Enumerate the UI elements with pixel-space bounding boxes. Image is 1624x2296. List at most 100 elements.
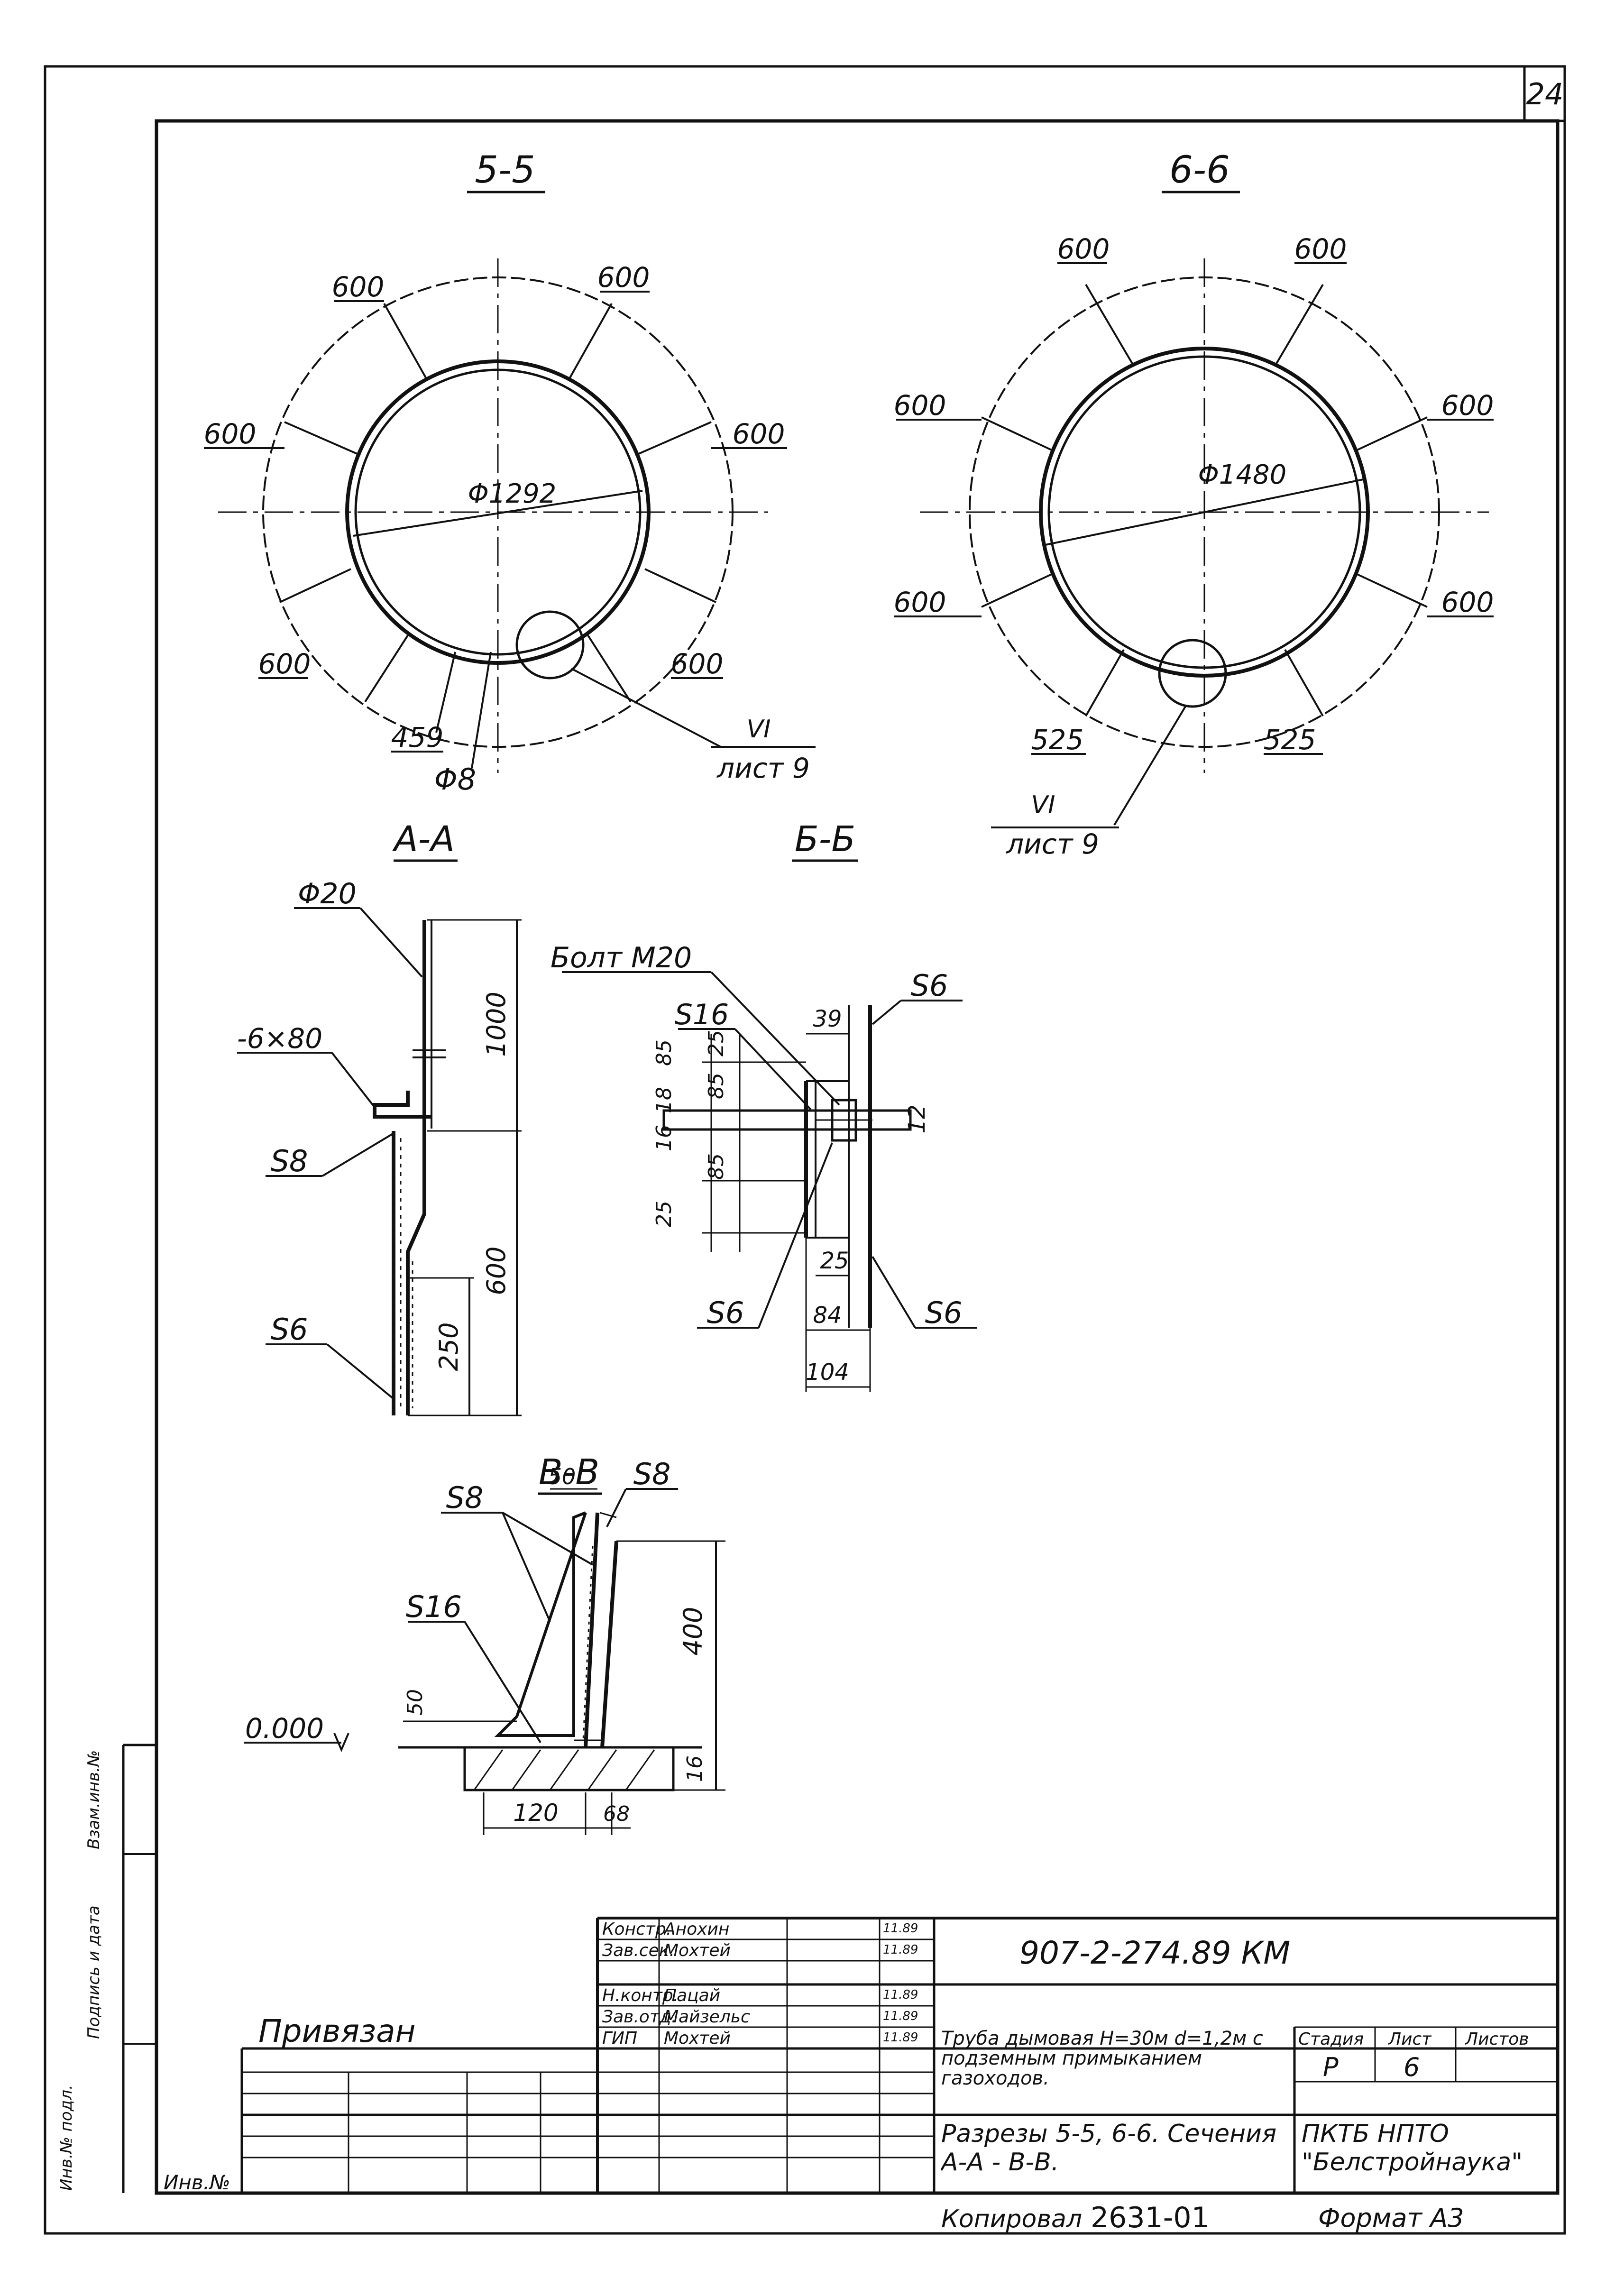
arc-labels-5-5: 600 600 600 600 600 600 459 Φ8 <box>204 261 787 797</box>
svg-text:600: 600 <box>258 648 311 680</box>
svg-text:S6: S6 <box>925 1295 963 1330</box>
copied-label: Копировал <box>941 2205 1083 2233</box>
privyazan-label: Привязан <box>258 2013 416 2049</box>
signer-name-1: Анохин <box>664 1919 730 1939</box>
section-6-6-title: 6-6 <box>1169 149 1229 192</box>
sheet-title: Разрезы 5-5, 6-6. Сечения А-А - В-В. <box>941 2120 1277 2177</box>
pipe-inner <box>354 368 642 656</box>
svg-text:Φ20: Φ20 <box>298 877 357 910</box>
signer-role-1: Констр. <box>602 1919 672 1939</box>
signer-name-3: Пацай <box>664 1986 721 2005</box>
section-b-b: Б-Б 85 85 18 25 16 85 25 39 12 25 84 <box>551 819 977 1392</box>
svg-text:S8: S8 <box>271 1144 308 1178</box>
signer-role-3: Н.контр. <box>602 1986 679 2005</box>
svg-text:50: 50 <box>403 1689 427 1716</box>
svg-text:600: 600 <box>1441 586 1494 618</box>
svg-text:104: 104 <box>806 1359 849 1386</box>
svg-text:S6: S6 <box>911 968 948 1003</box>
ref-sheet-6-6: лист 9 <box>1006 828 1099 860</box>
svg-text:85: 85 <box>704 1153 728 1180</box>
copy-number: 2631-01 <box>1091 2201 1210 2234</box>
svg-text:600: 600 <box>204 418 257 450</box>
signer-role-5: ГИП <box>602 2029 638 2048</box>
svg-text:Болт М20: Болт М20 <box>551 941 692 974</box>
svg-text:S6: S6 <box>707 1295 744 1330</box>
svg-text:600: 600 <box>1294 233 1347 265</box>
ref-sheet-5-5: лист 9 <box>716 752 810 784</box>
signer-date-3: 11.89 <box>883 1988 918 2002</box>
svg-text:25: 25 <box>704 1030 728 1056</box>
sheet-number: 24 <box>1526 77 1564 111</box>
svg-text:16: 16 <box>652 1125 676 1151</box>
pipe-outer-6-6 <box>1039 347 1370 678</box>
section-6-6: 6-6 Φ1480 VI лист 9 600 600 600 <box>894 149 1494 860</box>
signer-name-5: Мохтей <box>664 2029 731 2048</box>
svg-text:120: 120 <box>513 1799 558 1827</box>
svg-text:18: 18 <box>652 1087 676 1113</box>
stage-label: Стадия <box>1298 2030 1364 2049</box>
section-a-a-title: А-А <box>392 819 455 860</box>
section-v-v: В-В 400 16 50 50 120 68 <box>244 1452 725 1835</box>
bracket-ring <box>262 276 734 748</box>
pipe-outer <box>345 359 651 665</box>
svg-text:84: 84 <box>813 1302 842 1329</box>
signer-name-2: Мохтей <box>664 1941 731 1960</box>
signer-role-2: Зав.сек. <box>602 1941 675 1960</box>
svg-text:S16: S16 <box>406 1589 462 1624</box>
organization: ПКТБ НПТО "Белстройнаука" <box>1302 2120 1523 2177</box>
svg-text:1000: 1000 <box>481 992 511 1056</box>
sheet-value: 6 <box>1404 2052 1420 2082</box>
diameter-5-5: Φ1292 <box>468 478 557 509</box>
outer-frame <box>44 65 1566 2235</box>
signer-date-1: 11.89 <box>883 1921 918 1936</box>
svg-text:12: 12 <box>904 1104 930 1133</box>
signer-date-5: 11.89 <box>883 2030 918 2045</box>
arc-labels-6-6: 600 600 600 600 600 600 525 525 <box>894 233 1494 756</box>
svg-text:S8: S8 <box>446 1480 484 1515</box>
svg-text:25: 25 <box>652 1201 676 1227</box>
signer-role-4: Зав.отд. <box>602 2007 677 2027</box>
inner-frame <box>155 119 1560 2195</box>
svg-text:250: 250 <box>434 1322 464 1371</box>
ref-num-6-6: VI <box>1031 791 1055 819</box>
svg-text:600: 600 <box>1441 389 1494 422</box>
svg-text:525: 525 <box>1264 724 1316 756</box>
svg-text:-6×80: -6×80 <box>237 1022 322 1055</box>
svg-text:600: 600 <box>481 1246 511 1295</box>
svg-text:600: 600 <box>894 586 946 618</box>
svg-text:0.000: 0.000 <box>245 1712 324 1745</box>
svg-text:600: 600 <box>894 389 946 422</box>
svg-text:Φ8: Φ8 <box>434 762 476 797</box>
detail-circle-6-6 <box>1158 639 1227 708</box>
side-label-replace: Взам.инв.№ <box>84 1750 103 1849</box>
svg-text:16: 16 <box>683 1755 707 1782</box>
svg-text:68: 68 <box>603 1802 630 1826</box>
svg-text:525: 525 <box>1031 724 1084 756</box>
svg-text:39: 39 <box>813 1006 842 1032</box>
section-a-a: А-А 1000 600 250 Φ20 -6×80 S8 S6 <box>237 819 522 1416</box>
sheet-label: Лист <box>1388 2030 1432 2049</box>
signer-name-4: Майзельс <box>664 2007 750 2027</box>
sheets-label: Листов <box>1465 2030 1529 2049</box>
detail-circle-5-5 <box>515 610 585 680</box>
section-5-5-title: 5-5 <box>475 149 535 192</box>
svg-text:85: 85 <box>652 1039 676 1066</box>
svg-text:600: 600 <box>597 261 650 294</box>
title-block-grid <box>122 1744 1558 2193</box>
stage-value: Р <box>1323 2052 1339 2082</box>
svg-text:S8: S8 <box>633 1457 671 1491</box>
svg-text:85: 85 <box>704 1073 728 1099</box>
diameter-6-6: Φ1480 <box>1198 459 1287 490</box>
svg-text:400: 400 <box>678 1607 708 1655</box>
svg-text:600: 600 <box>733 418 785 450</box>
svg-text:S16: S16 <box>675 998 729 1031</box>
format-label: Формат А3 <box>1318 2203 1464 2233</box>
svg-text:600: 600 <box>332 271 385 303</box>
side-label-inv: Инв.№ подл. <box>57 2085 76 2191</box>
svg-text:S6: S6 <box>271 1312 308 1347</box>
svg-text:25: 25 <box>820 1248 849 1274</box>
inventory-label: Инв.№ <box>164 2171 230 2194</box>
signer-date-2: 11.89 <box>883 1943 918 1957</box>
section-5-5: 5-5 Φ1292 VI лист 9 <box>204 149 816 797</box>
